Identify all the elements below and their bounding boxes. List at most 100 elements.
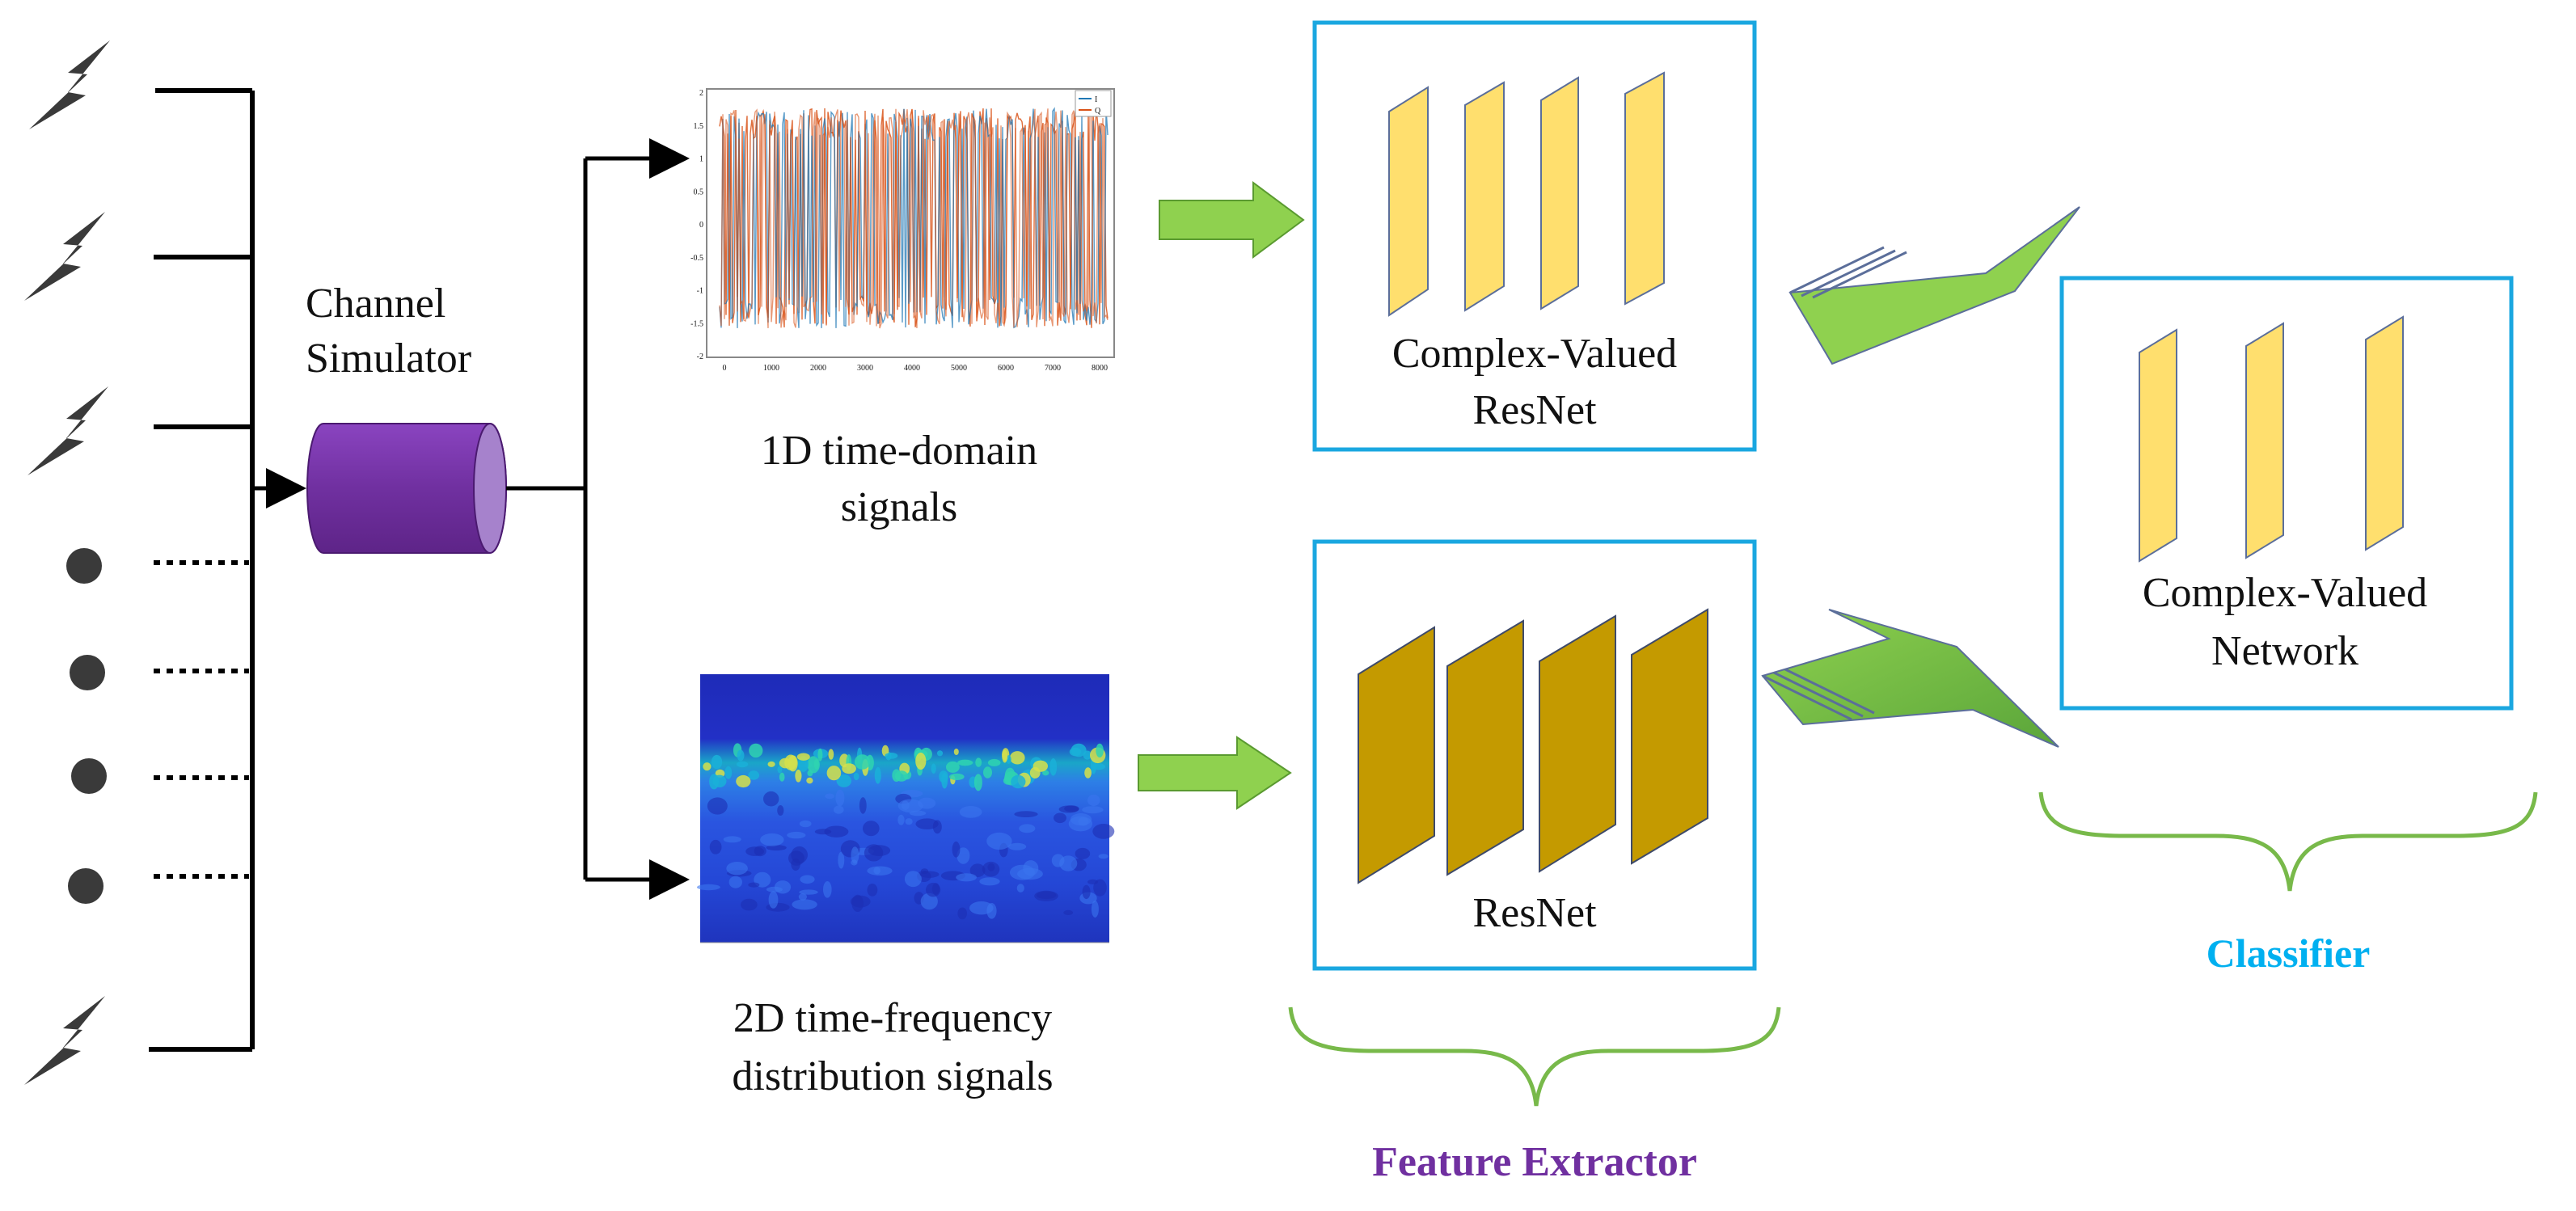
cv-network-layer [2245,322,2284,559]
spectrogram-blob [838,851,845,869]
spectrogram-blob [1008,842,1027,850]
resnet-layer [1358,626,1435,884]
spectrogram-blob [931,763,936,774]
resnet-layer [1446,619,1524,876]
spectrogram-blob [986,832,1012,850]
spectrogram-blob [763,791,779,807]
x-tick-label: 2000 [810,364,826,373]
spectrogram-blob [749,743,763,758]
x-tick-label: 3000 [857,364,873,373]
spectrogram-blob [864,844,884,862]
spectrogram-blob [748,770,760,780]
spectrogram-blob [956,873,977,882]
spectrogram-blob [885,753,898,759]
spectrogram-blob [707,797,728,815]
spectrogram-blob [748,882,760,888]
spectrogram-blob [918,797,936,809]
spectrogram-blob [936,750,944,757]
spectrogram-blob [1054,812,1066,824]
x-tick-label: 7000 [1045,364,1061,373]
spectrogram-blob [904,871,922,888]
spectrogram-blob [1011,774,1026,789]
x-tick-label: 1000 [763,364,779,373]
spectrogram-blob [792,899,817,910]
cv-resnet-layer [1464,81,1505,312]
y-tick-label: -1.5 [690,319,703,328]
spectrogram-blob [1049,758,1058,776]
spectrogram-blob [1096,743,1104,758]
spectrogram-blob [863,821,880,837]
spectrogram-blob [932,820,942,834]
signal-traces [719,107,1109,329]
spectrogram-blob [834,805,844,814]
x-tick-label: 6000 [998,364,1014,373]
spectrogram-blob [901,800,910,810]
spectrogram-blob [787,831,806,839]
spectrogram-blob [799,889,818,895]
x-tick-label: 4000 [904,364,920,373]
time-frequency-plot [696,674,1115,943]
spectrogram-blob [915,752,927,770]
spectrogram-blob [956,847,970,864]
channel-simulator-label: Channel [306,281,446,327]
spectrogram-blob [799,820,812,828]
spectrogram-blob [1003,776,1013,785]
spectrogram-blob [946,761,960,773]
channel-simulator-label: Simulator [306,335,471,382]
ellipsis-dot [71,758,107,794]
spectrogram-blob [1069,747,1082,757]
spectrogram-blob [973,774,982,791]
cv-resnet-layer [1624,71,1665,306]
spectrogram-blob [800,875,815,884]
resnet-box: ResNet [1312,539,1757,971]
cv-network-label: Network [2211,628,2359,674]
time-domain-label: 1D time-domain [761,428,1037,474]
spectrogram-blob [894,770,909,782]
y-tick-label: 1.5 [694,122,704,131]
spectrogram-blob [806,777,813,784]
spectrogram-blob [777,766,783,774]
lightning-bolt-icon [27,386,108,475]
time-domain-label: signals [841,484,957,530]
time-frequency-label: distribution signals [732,1053,1053,1099]
spectrogram-blob [842,763,856,774]
dotted-connectors [154,560,249,879]
y-tick-label: 0.5 [694,188,704,196]
ellipsis-dot [68,868,103,904]
spectrogram-blob [919,871,940,878]
fusion-arrow-bottom [1761,609,2059,748]
spectrogram-blob [1019,824,1036,833]
y-tick-label: -1 [697,287,703,296]
spectrogram-blob [854,754,871,770]
lightning-bolt-icon [24,212,105,301]
spectrogram-blob [777,805,784,816]
spectrogram-blob [1002,749,1008,763]
spectrogram-blob [1014,811,1038,817]
split-connectors [506,138,690,900]
arrow-to-resnet [1138,736,1292,810]
cv-resnet-layer [1388,86,1429,317]
transmitter-connectors [149,88,255,1052]
spectrogram-blob [703,762,712,771]
spectrogram-blob [949,773,965,781]
spectrogram-blob [774,880,792,894]
spectrogram-blob [736,774,751,788]
spectrogram-blob [1042,770,1049,776]
spectrogram-blob [853,772,859,781]
cv-network-label: Complex-Valued [2143,570,2427,616]
cv-resnet-label: ResNet [1472,387,1597,433]
feature-extractor-brace [1288,1006,1781,1107]
spectrogram-blob [1023,860,1039,876]
spectrogram-blob [709,839,722,854]
spectrogram-blob [979,877,1000,886]
spectrogram-blob [768,891,779,909]
spectrogram-blob [798,893,808,901]
signal-trace [719,108,1109,328]
spectrogram-blob [926,883,941,897]
time-frequency-label: 2D time-frequency [733,995,1052,1041]
spectrogram-blob [957,759,973,766]
spectrogram-blob [1051,854,1065,867]
spectrogram-blob [969,863,986,877]
resnet-layer [1539,614,1616,873]
